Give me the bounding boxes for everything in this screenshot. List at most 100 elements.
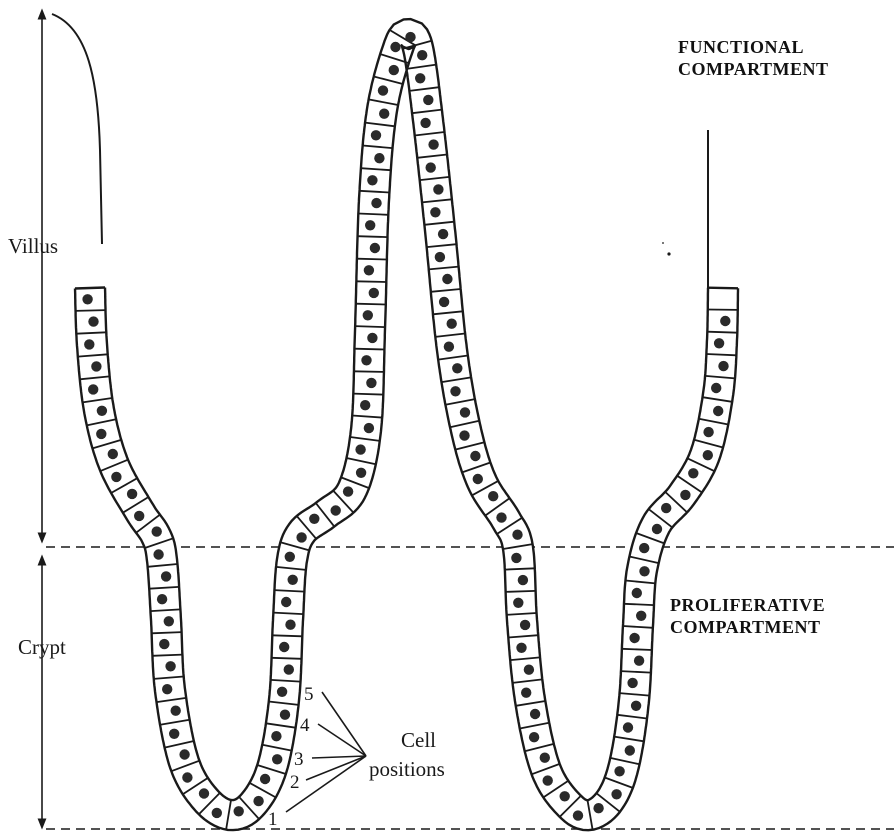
cell-nucleus	[363, 310, 373, 320]
cell-nucleus	[405, 32, 415, 42]
cell-nucleus	[371, 130, 381, 140]
cell-nucleus	[134, 511, 144, 521]
cell-nucleus	[212, 808, 222, 818]
cell-nucleus	[703, 450, 713, 460]
cell-nucleus	[521, 688, 531, 698]
cell-nucleus	[680, 490, 690, 500]
cell-nucleus	[182, 772, 192, 782]
cell-nucleus	[169, 729, 179, 739]
cell-nucleus	[439, 297, 449, 307]
cell-nucleus	[365, 220, 375, 230]
cell-nucleus	[496, 512, 506, 522]
cell-nucleus	[277, 687, 287, 697]
cell-nucleus	[430, 207, 440, 217]
cell-nucleus	[364, 423, 374, 433]
cell-nucleus	[632, 588, 642, 598]
cell-nucleus	[179, 749, 189, 759]
cell-nucleus	[420, 118, 430, 128]
cell-nucleus	[360, 400, 370, 410]
cell-nucleus	[374, 153, 384, 163]
cell-nucleus	[369, 288, 379, 298]
cell-wall	[353, 394, 383, 395]
cell-nucleus	[279, 642, 289, 652]
cell-nucleus	[127, 489, 137, 499]
cell-nucleus	[435, 252, 445, 262]
cell-nucleus	[540, 753, 550, 763]
cell-nucleus	[703, 427, 713, 437]
cell-nucleus	[285, 620, 295, 630]
cell-positions-label-line1: Cell	[401, 728, 436, 752]
leader-line-3	[312, 756, 366, 758]
cell-nucleus	[390, 42, 400, 52]
cell-nucleus	[438, 229, 448, 239]
cell-nucleus	[153, 549, 163, 559]
cell-positions-label-line2: positions	[369, 757, 445, 781]
cell-nucleus	[447, 319, 457, 329]
cell-nucleus	[88, 316, 98, 326]
scan-speck	[662, 242, 664, 244]
scan-speck	[667, 252, 670, 255]
cell-wall	[76, 310, 106, 311]
cell-nucleus	[611, 789, 621, 799]
functional-compartment-label-line2: COMPARTMENT	[678, 59, 829, 79]
functional-compartment-label-line1: FUNCTIONAL	[678, 37, 804, 57]
cell-position-number-4: 4	[300, 715, 310, 736]
cell-nucleus	[444, 342, 454, 352]
cell-nucleus	[459, 430, 469, 440]
cell-nucleus	[488, 491, 498, 501]
cell-nucleus	[272, 754, 282, 764]
cell-nucleus	[356, 468, 366, 478]
cell-position-number-3: 3	[294, 749, 304, 770]
cell-nucleus	[720, 316, 730, 326]
cell-nucleus	[165, 661, 175, 671]
cell-nucleus	[82, 294, 92, 304]
cell-nucleus	[281, 597, 291, 607]
cell-nucleus	[171, 706, 181, 716]
cell-wall	[707, 332, 737, 333]
cell-nucleus	[426, 162, 436, 172]
leader-line-5	[322, 692, 366, 756]
cell-wall	[358, 236, 388, 237]
cell-nucleus	[331, 505, 341, 515]
cell-nucleus	[389, 65, 399, 75]
cell-nucleus	[639, 543, 649, 553]
cell-wall	[506, 591, 536, 592]
cell-wall	[356, 304, 386, 305]
cell-nucleus	[97, 406, 107, 416]
cell-wall	[272, 658, 302, 659]
cell-nucleus	[513, 598, 523, 608]
epithelium-inner-edge	[105, 19, 708, 800]
cell-nucleus	[417, 50, 427, 60]
cell-nucleus	[370, 243, 380, 253]
left-villus-edge	[52, 14, 102, 244]
cell-nucleus	[625, 745, 635, 755]
cell-nucleus	[636, 611, 646, 621]
cell-nucleus	[652, 524, 662, 534]
cell-nucleus	[91, 361, 101, 371]
cell-nucleus	[623, 722, 633, 732]
cell-nucleus	[511, 553, 521, 563]
cell-nucleus	[234, 806, 244, 816]
cell-nucleus	[518, 575, 528, 585]
cell-nucleus	[253, 796, 263, 806]
leader-line-4	[318, 724, 366, 756]
cell-nucleus	[157, 594, 167, 604]
cell-nucleus	[470, 451, 480, 461]
cell-nucleus	[718, 361, 728, 371]
cell-nucleus	[627, 678, 637, 688]
crypt-label: Crypt	[18, 635, 66, 659]
cell-nucleus	[271, 731, 281, 741]
cell-nucleus	[543, 775, 553, 785]
cell-nucleus	[84, 339, 94, 349]
cell-nucleus	[530, 709, 540, 719]
cell-nucleus	[450, 386, 460, 396]
cell-nucleus	[452, 363, 462, 373]
cell-nucleus	[520, 620, 530, 630]
cell-wall	[622, 649, 652, 650]
cell-nucleus	[199, 788, 209, 798]
cell-nucleus	[162, 684, 172, 694]
cell-position-number-5: 5	[304, 684, 314, 705]
villus-label: Villus	[8, 234, 58, 258]
cell-nucleus	[442, 274, 452, 284]
